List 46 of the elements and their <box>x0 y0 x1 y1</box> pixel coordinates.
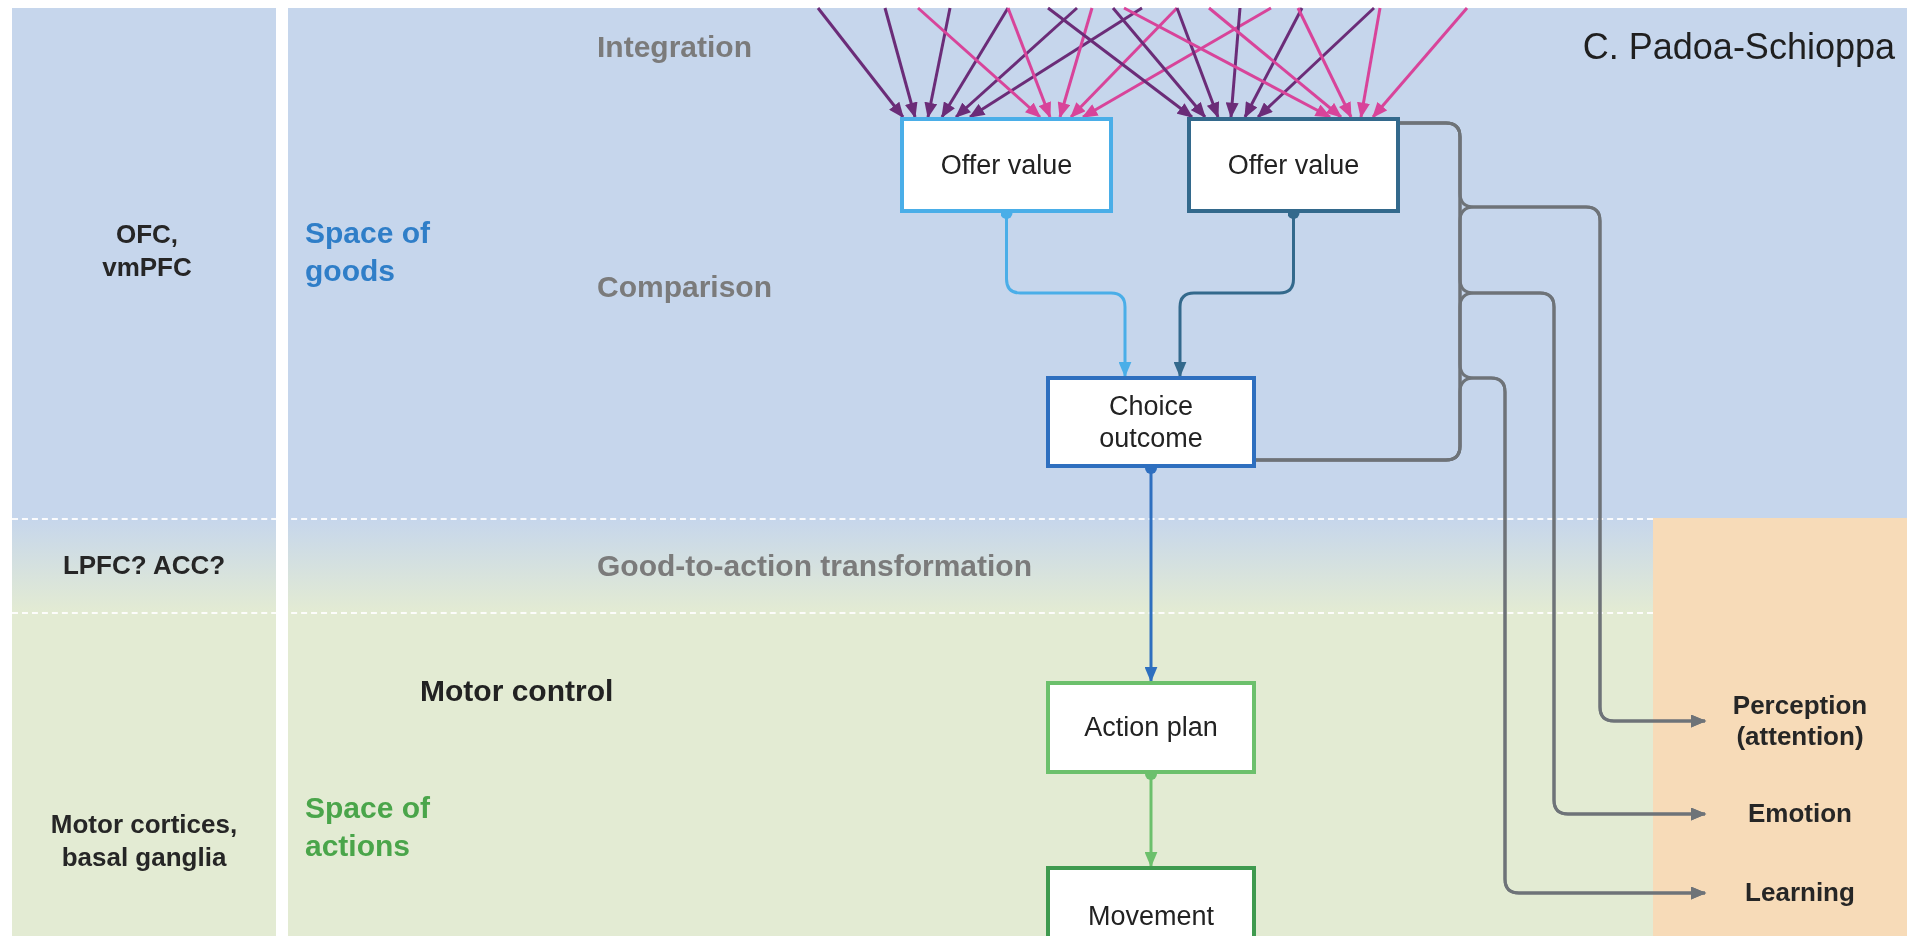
box-label: Action plan <box>1083 711 1219 744</box>
arrow <box>883 7 918 119</box>
label-text: Space of goods <box>305 215 432 289</box>
arrow <box>1111 7 1207 118</box>
arrow <box>1069 6 1179 119</box>
label-text: Motor control <box>420 673 615 709</box>
arrow <box>1256 6 1376 119</box>
arrow <box>1357 7 1382 119</box>
arrow <box>1081 6 1272 119</box>
arrow <box>1047 6 1194 119</box>
label-text: OFC, vmPFC <box>101 218 193 283</box>
process-box <box>1046 866 1256 936</box>
arrow <box>1057 7 1094 119</box>
label-text: LPFC? ACC? <box>61 549 227 582</box>
box-label: Choice outcome <box>1098 389 1204 455</box>
arrow <box>1243 7 1304 119</box>
arrow <box>1175 7 1220 119</box>
box-label: Movement <box>1086 899 1216 933</box>
process-box <box>1046 681 1256 774</box>
arrow <box>816 7 905 119</box>
arrow <box>955 6 1078 119</box>
arrow <box>1296 7 1353 119</box>
arrow <box>924 7 952 119</box>
box-label: Offer value <box>939 148 1074 182</box>
arrow <box>940 7 1010 119</box>
arrow <box>968 6 1143 119</box>
arrow <box>917 6 1041 119</box>
arrow <box>1256 376 1707 900</box>
arrow <box>1006 7 1052 119</box>
outcome-label: Perception (attention) <box>1705 690 1895 753</box>
process-box <box>900 117 1113 213</box>
label-text: Integration <box>597 29 753 65</box>
process-box <box>1187 117 1400 213</box>
arrow <box>1208 6 1342 119</box>
label-text: Comparison <box>597 269 774 305</box>
arrow <box>1371 7 1469 118</box>
label-text: Space of actions <box>305 790 432 864</box>
label-text: Motor cortices, basal ganglia <box>49 808 239 873</box>
outcome-label: Emotion <box>1705 798 1895 830</box>
label-text: Good-to-action transformation <box>597 548 1033 584</box>
process-box <box>1046 376 1256 468</box>
outcome-label: Learning <box>1705 877 1895 909</box>
label-text: C. Padoa-Schioppa <box>1581 25 1895 69</box>
box-label: Offer value <box>1226 148 1361 182</box>
arrow <box>1123 6 1332 119</box>
arrow <box>1225 7 1242 119</box>
